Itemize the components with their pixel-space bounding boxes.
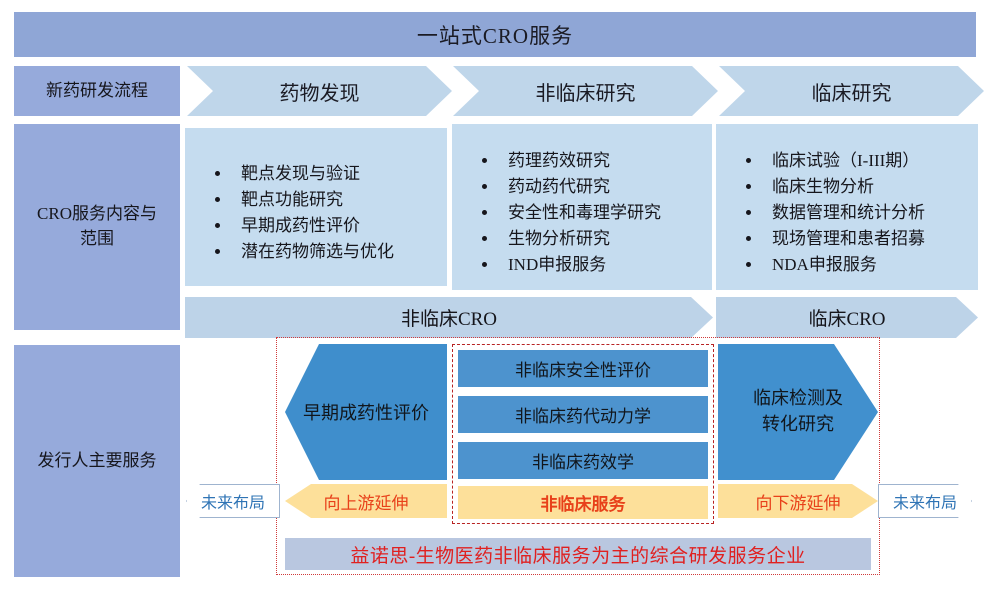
nonclinical-service-label: 非临床服务 — [540, 495, 626, 514]
upstream-extension-arrow[interactable]: 向上游延伸 — [285, 484, 447, 518]
list-item: 药动药代研究 — [478, 174, 661, 200]
list-item: 数据管理和统计分析 — [742, 200, 925, 226]
nonclinical-box-pk-label: 非临床药代动力学 — [515, 407, 651, 426]
process-stage-3-label: 临床研究 — [811, 82, 892, 105]
future-layout-right: 未来布局 — [878, 484, 972, 518]
nonclinical-box-safety[interactable]: 非临床安全性评价 — [458, 350, 708, 387]
nonclinical-box-pk[interactable]: 非临床药代动力学 — [458, 396, 708, 433]
nonclinical-service-bar[interactable]: 非临床服务 — [458, 486, 708, 519]
upstream-extension-label: 向上游延伸 — [323, 493, 409, 513]
scope-list-clinical: 临床试验（I-III期） 临床生物分析 数据管理和统计分析 现场管理和患者招募 … — [716, 148, 925, 277]
list-item: 临床试验（I-III期） — [742, 148, 925, 174]
list-item: 生物分析研究 — [478, 226, 661, 252]
cro-band-clinical: 临床CRO — [716, 297, 978, 338]
cro-band-nonclinical-label: 非临床CRO — [400, 309, 498, 330]
downstream-extension-arrow[interactable]: 向下游延伸 — [718, 484, 878, 518]
nonclinical-core-frame — [452, 344, 714, 524]
upstream-service-arrow-label: 早期成药性评价 — [303, 403, 429, 423]
process-stage-2[interactable]: 非临床研究 — [453, 66, 718, 116]
scope-box-nonclinical: 药理药效研究 药动药代研究 安全性和毒理学研究 生物分析研究 IND申报服务 — [452, 124, 712, 290]
row-label-issuer-text: 发行人主要服务 — [37, 450, 157, 470]
list-item: 安全性和毒理学研究 — [478, 200, 661, 226]
summary-banner-text: 益诺思-生物医药非临床服务为主的综合研发服务企业 — [350, 545, 806, 567]
scope-list-discovery: 靶点发现与验证 靶点功能研究 早期成药性评价 潜在药物筛选与优化 — [185, 161, 394, 264]
list-item: 靶点发现与验证 — [211, 161, 394, 187]
downstream-arrow-line-1: 临床检测及 — [753, 388, 843, 409]
nonclinical-box-pd-label: 非临床药效学 — [532, 453, 634, 472]
upstream-service-arrow[interactable]: 早期成药性评价 — [285, 344, 447, 480]
scope-list-nonclinical: 药理药效研究 药动药代研究 安全性和毒理学研究 生物分析研究 IND申报服务 — [452, 148, 661, 277]
future-layout-left-label: 未来布局 — [200, 495, 265, 512]
summary-banner: 益诺思-生物医药非临床服务为主的综合研发服务企业 — [285, 538, 871, 570]
list-item: 靶点功能研究 — [211, 187, 394, 213]
row-label-issuer: 发行人主要服务 — [14, 345, 180, 577]
process-stage-1-label: 药物发现 — [279, 82, 360, 105]
process-stage-1[interactable]: 药物发现 — [187, 66, 452, 116]
top-banner-title: 一站式CRO服务 — [416, 23, 574, 48]
future-layout-left: 未来布局 — [186, 484, 280, 518]
row-label-scope-text: CRO服务内容与范围 — [37, 204, 157, 248]
downstream-arrow-line-2: 转化研究 — [762, 414, 834, 434]
issuer-scope-frame — [276, 337, 880, 575]
cro-band-clinical-label: 临床CRO — [808, 309, 886, 330]
list-item: 潜在药物筛选与优化 — [211, 239, 394, 265]
nonclinical-box-pd[interactable]: 非临床药效学 — [458, 442, 708, 479]
list-item: NDA申报服务 — [742, 252, 925, 278]
downstream-extension-label: 向下游延伸 — [755, 493, 841, 513]
row-label-process-text: 新药研发流程 — [46, 80, 148, 100]
scope-box-discovery: 靶点发现与验证 靶点功能研究 早期成药性评价 潜在药物筛选与优化 — [185, 128, 447, 286]
process-stage-3[interactable]: 临床研究 — [719, 66, 984, 116]
list-item: 药理药效研究 — [478, 148, 661, 174]
row-label-process: 新药研发流程 — [14, 66, 180, 116]
downstream-service-arrow-label: 临床检测及 转化研究 — [753, 386, 843, 437]
list-item: 临床生物分析 — [742, 174, 925, 200]
list-item: 早期成药性评价 — [211, 213, 394, 239]
list-item: IND申报服务 — [478, 252, 661, 278]
future-layout-right-label: 未来布局 — [892, 495, 957, 512]
process-stage-2-label: 非临床研究 — [535, 82, 636, 105]
nonclinical-box-safety-label: 非临床安全性评价 — [515, 361, 651, 380]
cro-band-nonclinical: 非临床CRO — [185, 297, 713, 338]
scope-box-clinical: 临床试验（I-III期） 临床生物分析 数据管理和统计分析 现场管理和患者招募 … — [716, 124, 978, 290]
list-item: 现场管理和患者招募 — [742, 226, 925, 252]
row-label-scope: CRO服务内容与范围 — [14, 124, 180, 330]
top-banner: 一站式CRO服务 — [14, 12, 976, 57]
